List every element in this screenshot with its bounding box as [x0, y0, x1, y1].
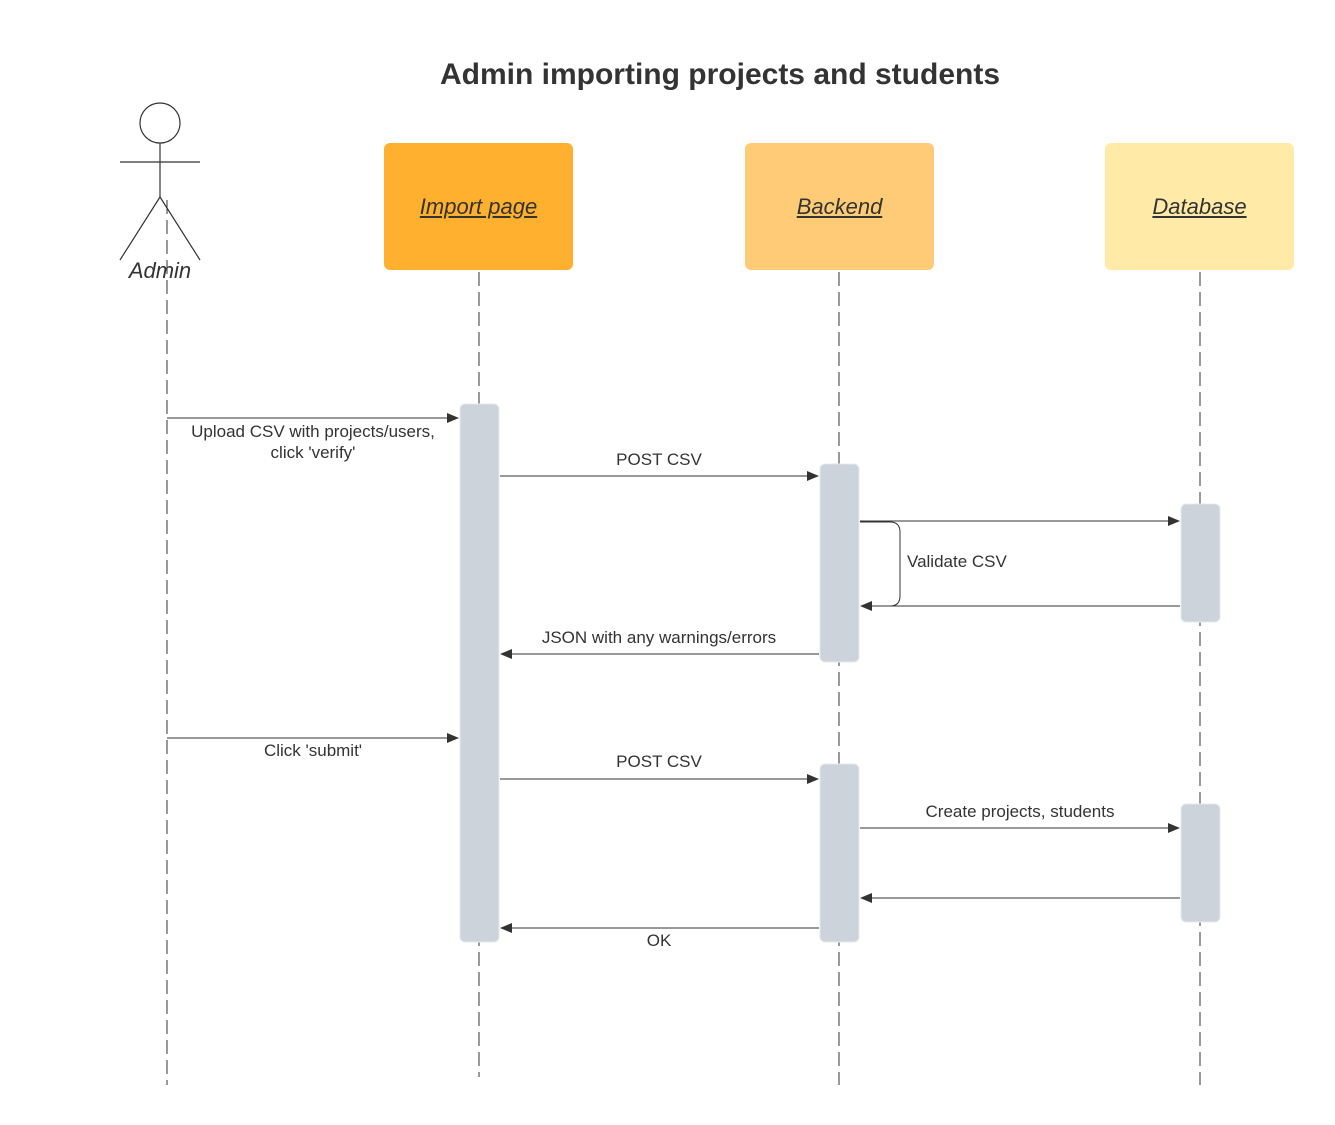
validate-csv-label: Validate CSV — [907, 552, 1007, 571]
diagram-title: Admin importing projects and students — [439, 58, 1001, 91]
backend-activation-1 — [819, 463, 860, 663]
upload-csv-label: Upload CSV with projects/users, click 'v… — [163, 421, 463, 463]
admin-actor-icon — [119, 102, 201, 261]
import-page-activation — [459, 403, 500, 943]
backend-box: Backend — [745, 143, 934, 270]
post-csv-label-1: POST CSV — [616, 450, 702, 469]
database-box: Database — [1105, 143, 1294, 270]
backend-label: Backend — [796, 193, 883, 219]
import-page-box: Import page — [384, 143, 573, 270]
json-warnings-label: JSON with any warnings/errors — [541, 628, 777, 647]
database-label: Database — [1152, 193, 1247, 219]
validate-csv-self-call — [860, 521, 901, 611]
database-activation-2 — [1180, 803, 1221, 923]
ok-label: OK — [646, 931, 672, 950]
database-activation-1 — [1180, 503, 1221, 623]
import-page-label: Import page — [419, 193, 538, 219]
create-projects-label: Create projects, students — [925, 802, 1115, 821]
backend-activation-2 — [819, 763, 860, 943]
post-csv-label-2: POST CSV — [616, 752, 702, 771]
admin-label: Admin — [128, 258, 192, 283]
click-submit-label: Click 'submit' — [263, 741, 363, 760]
upload-csv-label-line1: Upload CSV with projects/users, — [191, 422, 435, 441]
upload-csv-label-line2: click 'verify' — [270, 443, 356, 462]
